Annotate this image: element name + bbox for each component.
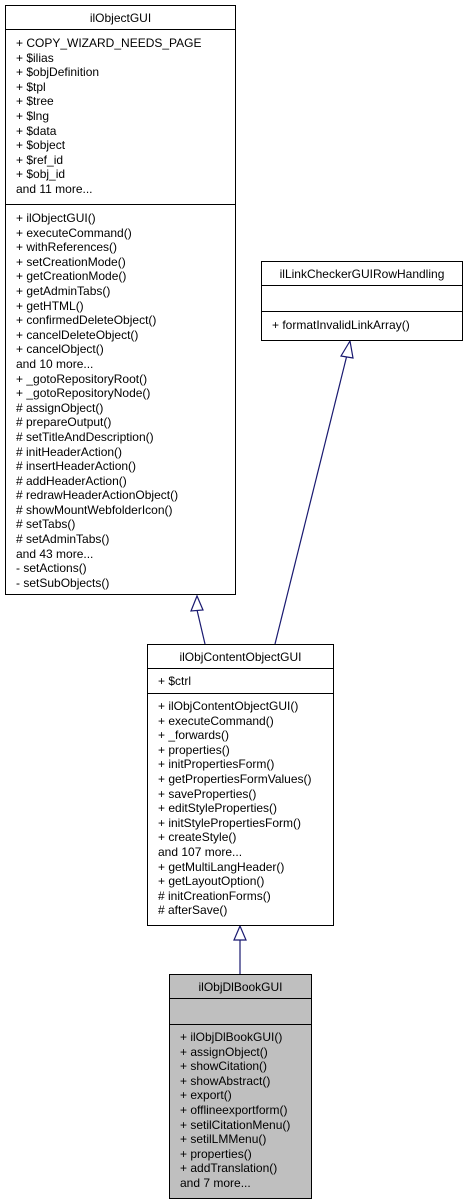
method-entry: + _forwards() xyxy=(158,728,230,743)
method-entry: # afterSave() xyxy=(158,903,228,918)
edge-arrow-linkchecker xyxy=(340,339,354,359)
method-entry: + initStylePropertiesForm() xyxy=(158,815,302,830)
attribute-entry: + $data xyxy=(16,123,57,138)
class-title: ilObjDlBookGUI xyxy=(170,975,311,999)
class-title: ilObjContentObjectGUI xyxy=(148,645,333,669)
attribute-entry: + $objDefinition xyxy=(16,65,100,80)
method-entry: + setilCitationMenu() xyxy=(180,1117,291,1132)
method-entry: + getAdminTabs() xyxy=(16,283,111,298)
edge-contentobject-to-linkchecker xyxy=(274,354,348,645)
attribute-entry: + $tree xyxy=(16,94,54,109)
method-entry: # assignObject() xyxy=(16,400,104,415)
method-entry: + _gotoRepositoryNode() xyxy=(16,386,151,401)
attributes-section xyxy=(262,286,462,312)
method-entry: + executeCommand() xyxy=(16,225,132,240)
method-entry: + ilObjDlBookGUI() xyxy=(180,1030,283,1044)
methods-section: + ilObjectGUI()+ executeCommand()+ withR… xyxy=(6,205,235,590)
method-entry: + getHTML() xyxy=(16,298,84,313)
class-box-ilobjdlbookgui[interactable]: ilObjDlBookGUI + ilObjDlBookGUI()+ assig… xyxy=(169,974,312,1199)
method-entry: + properties() xyxy=(180,1146,252,1161)
method-entry: + addTranslation() xyxy=(180,1161,278,1176)
method-entry: + setilLMMenu() xyxy=(180,1132,267,1147)
attribute-entry: + $ref_id xyxy=(16,152,64,167)
attribute-entry: + $ctrl xyxy=(158,674,192,688)
method-entry: + offlineexportform() xyxy=(180,1102,288,1117)
method-entry: + getMultiLangHeader() xyxy=(158,859,285,874)
method-entry: + showCitation() xyxy=(180,1059,268,1074)
edge-contentobject-to-object xyxy=(196,609,206,645)
method-entry: + cancelDeleteObject() xyxy=(16,327,139,342)
method-entry: # redrawHeaderActionObject() xyxy=(16,488,179,503)
method-entry: + saveProperties() xyxy=(158,786,257,801)
method-entry: # setTitleAndDescription() xyxy=(16,429,154,444)
method-entry: + ilObjContentObjectGUI() xyxy=(158,699,299,713)
method-entry: + editStyleProperties() xyxy=(158,801,278,816)
method-entry: # showMountWebfolderIcon() xyxy=(16,502,173,517)
methods-section: + ilObjContentObjectGUI()+ executeComman… xyxy=(148,694,333,918)
method-entry: + executeCommand() xyxy=(158,713,274,728)
method-entry: + formatInvalidLinkArray() xyxy=(272,318,410,332)
method-entry: + setCreationMode() xyxy=(16,254,126,269)
method-entry: # initHeaderAction() xyxy=(16,444,123,459)
attributes-section xyxy=(170,999,311,1025)
method-entry: # initCreationForms() xyxy=(158,888,271,903)
method-entry: and 107 more... xyxy=(158,844,243,859)
edge-arrow-object xyxy=(190,594,204,612)
method-entry: and 10 more... xyxy=(16,356,94,371)
method-entry: + export() xyxy=(180,1088,232,1103)
attribute-entry: + COPY_WIZARD_NEEDS_PAGE xyxy=(16,36,202,50)
class-box-ilobjcontentobjectgui[interactable]: ilObjContentObjectGUI + $ctrl + ilObjCon… xyxy=(147,644,334,926)
method-entry: + assignObject() xyxy=(180,1044,268,1059)
method-entry: # setAdminTabs() xyxy=(16,532,110,547)
method-entry: + createStyle() xyxy=(158,830,237,845)
method-entry: + getLayoutOption() xyxy=(158,874,265,889)
methods-section: + ilObjDlBookGUI()+ assignObject()+ show… xyxy=(170,1025,311,1191)
methods-section: + formatInvalidLinkArray() xyxy=(262,312,462,333)
method-entry: + confirmedDeleteObject() xyxy=(16,313,157,328)
method-entry: + withReferences() xyxy=(16,240,118,255)
edge-arrow-contentobject xyxy=(233,924,247,941)
attribute-entry: and 11 more... xyxy=(16,181,93,196)
method-entry: # prepareOutput() xyxy=(16,415,112,430)
attribute-entry: + $lng xyxy=(16,108,50,123)
class-box-illinkcheckerguirowhandling[interactable]: ilLinkCheckerGUIRowHandling + formatInva… xyxy=(261,261,463,341)
method-entry: + getCreationMode() xyxy=(16,269,127,284)
method-entry: # setTabs() xyxy=(16,517,76,532)
method-entry: + ilObjectGUI() xyxy=(16,211,96,225)
class-title: ilLinkCheckerGUIRowHandling xyxy=(262,262,462,286)
method-entry: and 7 more... xyxy=(180,1175,251,1190)
method-entry: # insertHeaderAction() xyxy=(16,459,137,474)
class-box-ilobjectgui[interactable]: ilObjectGUI + COPY_WIZARD_NEEDS_PAGE+ $i… xyxy=(5,5,236,595)
attribute-entry: + $tpl xyxy=(16,79,46,94)
attributes-section: + COPY_WIZARD_NEEDS_PAGE+ $ilias+ $objDe… xyxy=(6,30,235,205)
method-entry: - setActions() xyxy=(16,561,87,576)
method-entry: - setSubObjects() xyxy=(16,575,110,590)
method-entry: + cancelObject() xyxy=(16,342,104,357)
attribute-entry: + $ilias xyxy=(16,50,54,65)
method-entry: + initPropertiesForm() xyxy=(158,757,275,772)
method-entry: + showAbstract() xyxy=(180,1073,271,1088)
method-entry: + _gotoRepositoryRoot() xyxy=(16,371,148,386)
method-entry: + getPropertiesFormValues() xyxy=(158,771,312,786)
attributes-section: + $ctrl xyxy=(148,669,333,694)
class-title: ilObjectGUI xyxy=(6,6,235,30)
attribute-entry: + $object xyxy=(16,138,66,153)
method-entry: + properties() xyxy=(158,742,230,757)
attribute-entry: + $obj_id xyxy=(16,167,66,182)
method-entry: # addHeaderAction() xyxy=(16,473,127,488)
method-entry: and 43 more... xyxy=(16,546,94,561)
